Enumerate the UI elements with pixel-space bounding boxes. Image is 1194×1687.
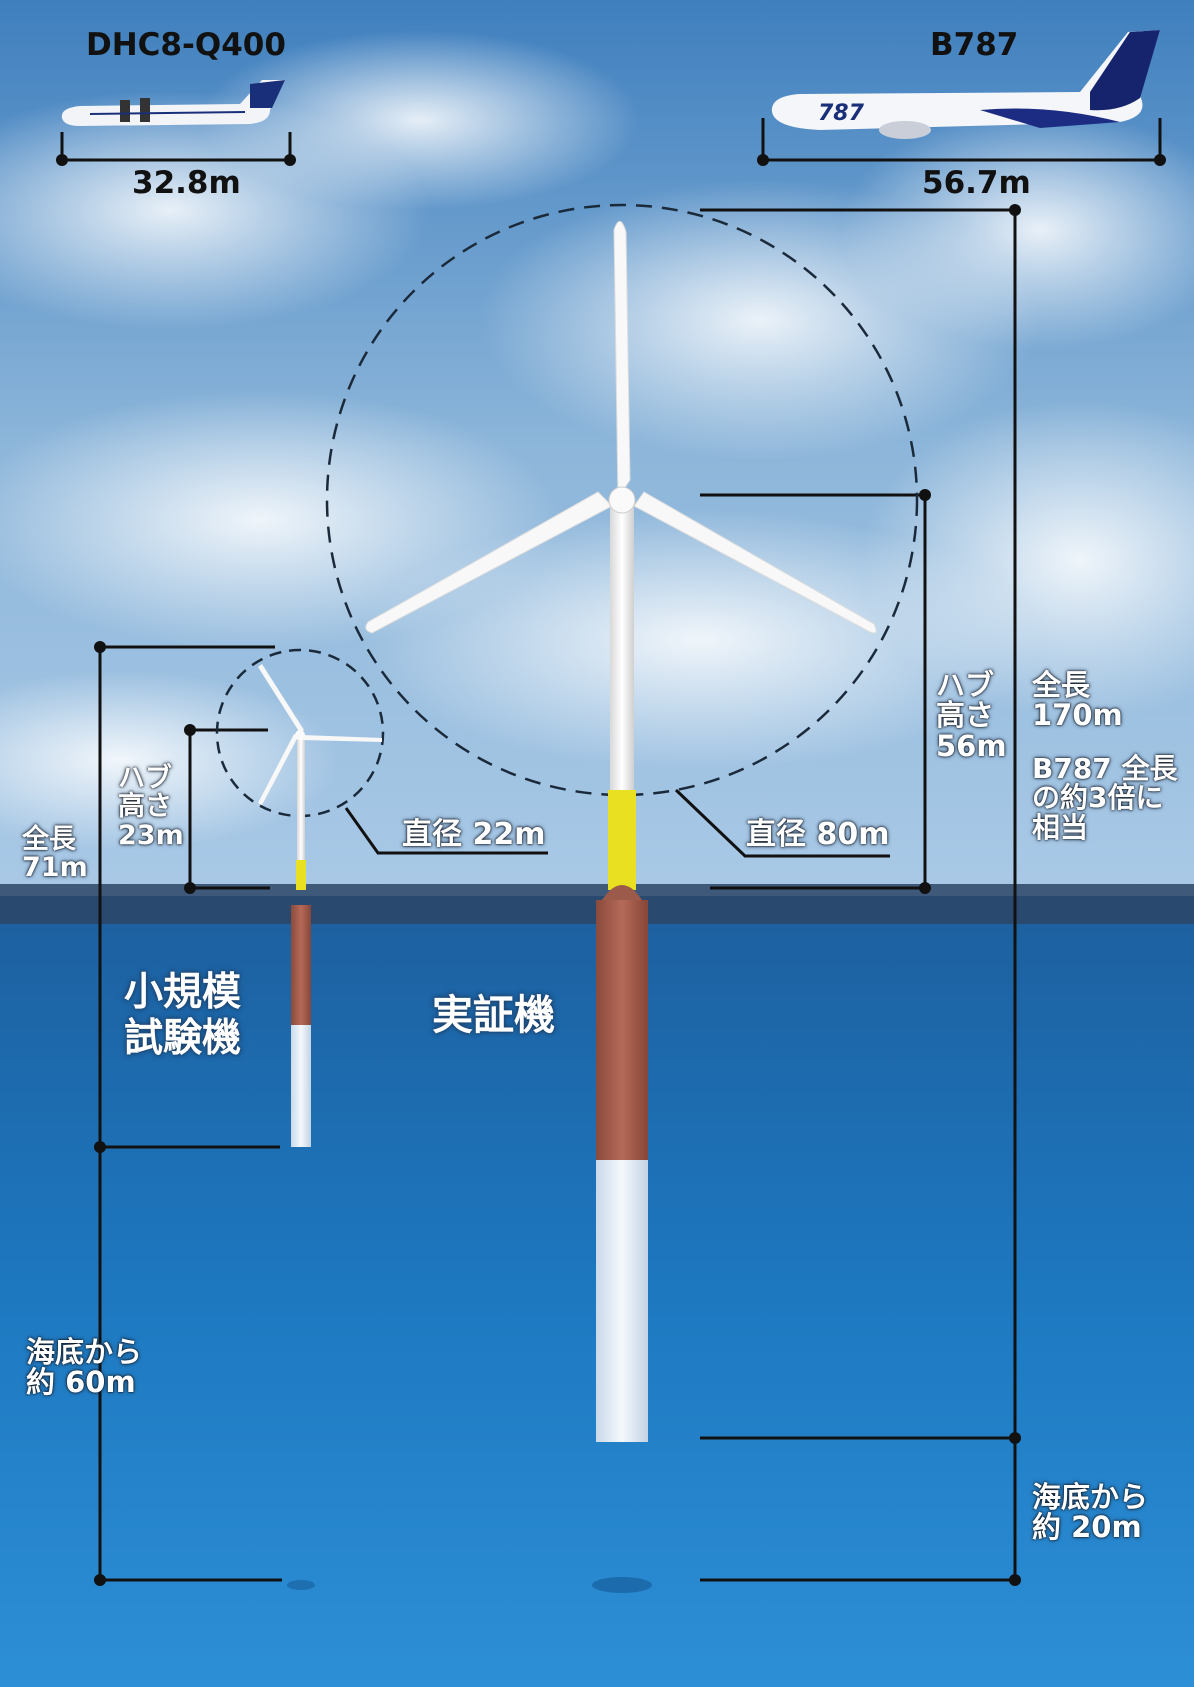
dimension-dots (56, 154, 1166, 1586)
dhc8-aircraft-image (61, 80, 286, 126)
b787-aircraft-image: 787 (771, 30, 1160, 139)
small-turbine (258, 664, 382, 1590)
large-float-upper (596, 900, 648, 1160)
large-seabed-label: 海底から 約 20m (1032, 1480, 1149, 1545)
small-turbine-name: 小規模 試験機 (124, 970, 242, 1062)
large-float-lower (596, 1160, 648, 1442)
small-tower (297, 735, 305, 860)
small-hub-height-label: ハブ 高さ 23m (118, 763, 184, 851)
dhc8-span-label: 32.8m (132, 165, 241, 201)
large-total-length-label: 全長 170m (1032, 668, 1123, 733)
small-float-lower (291, 1025, 311, 1147)
large-rotor-circle (325, 203, 919, 797)
large-diameter-label: 直径 80m (746, 817, 890, 852)
large-turbine (365, 221, 877, 1593)
small-total-length-label: 全長 71m (22, 824, 88, 884)
large-comparison-label: B787 全長 の約3倍に 相当 (1032, 752, 1178, 844)
svg-text:787: 787 (818, 101, 865, 126)
dimension-lines (60, 118, 1162, 1582)
b787-name-label: B787 (930, 27, 1019, 63)
dhc8-name-label: DHC8-Q400 (86, 27, 286, 63)
small-diameter-label: 直径 22m (402, 817, 546, 852)
large-hub-height-label: ハブ 高さ 56m (936, 668, 1007, 763)
clouds (0, 30, 1194, 850)
large-turbine-name: 実証機 (432, 991, 555, 1039)
large-tower (610, 500, 634, 790)
small-seabed-label: 海底から 約 60m (26, 1335, 143, 1400)
small-float-upper (291, 905, 311, 1025)
b787-span-label: 56.7m (922, 165, 1031, 201)
small-transition-piece (296, 860, 306, 890)
large-transition-piece (608, 790, 636, 890)
